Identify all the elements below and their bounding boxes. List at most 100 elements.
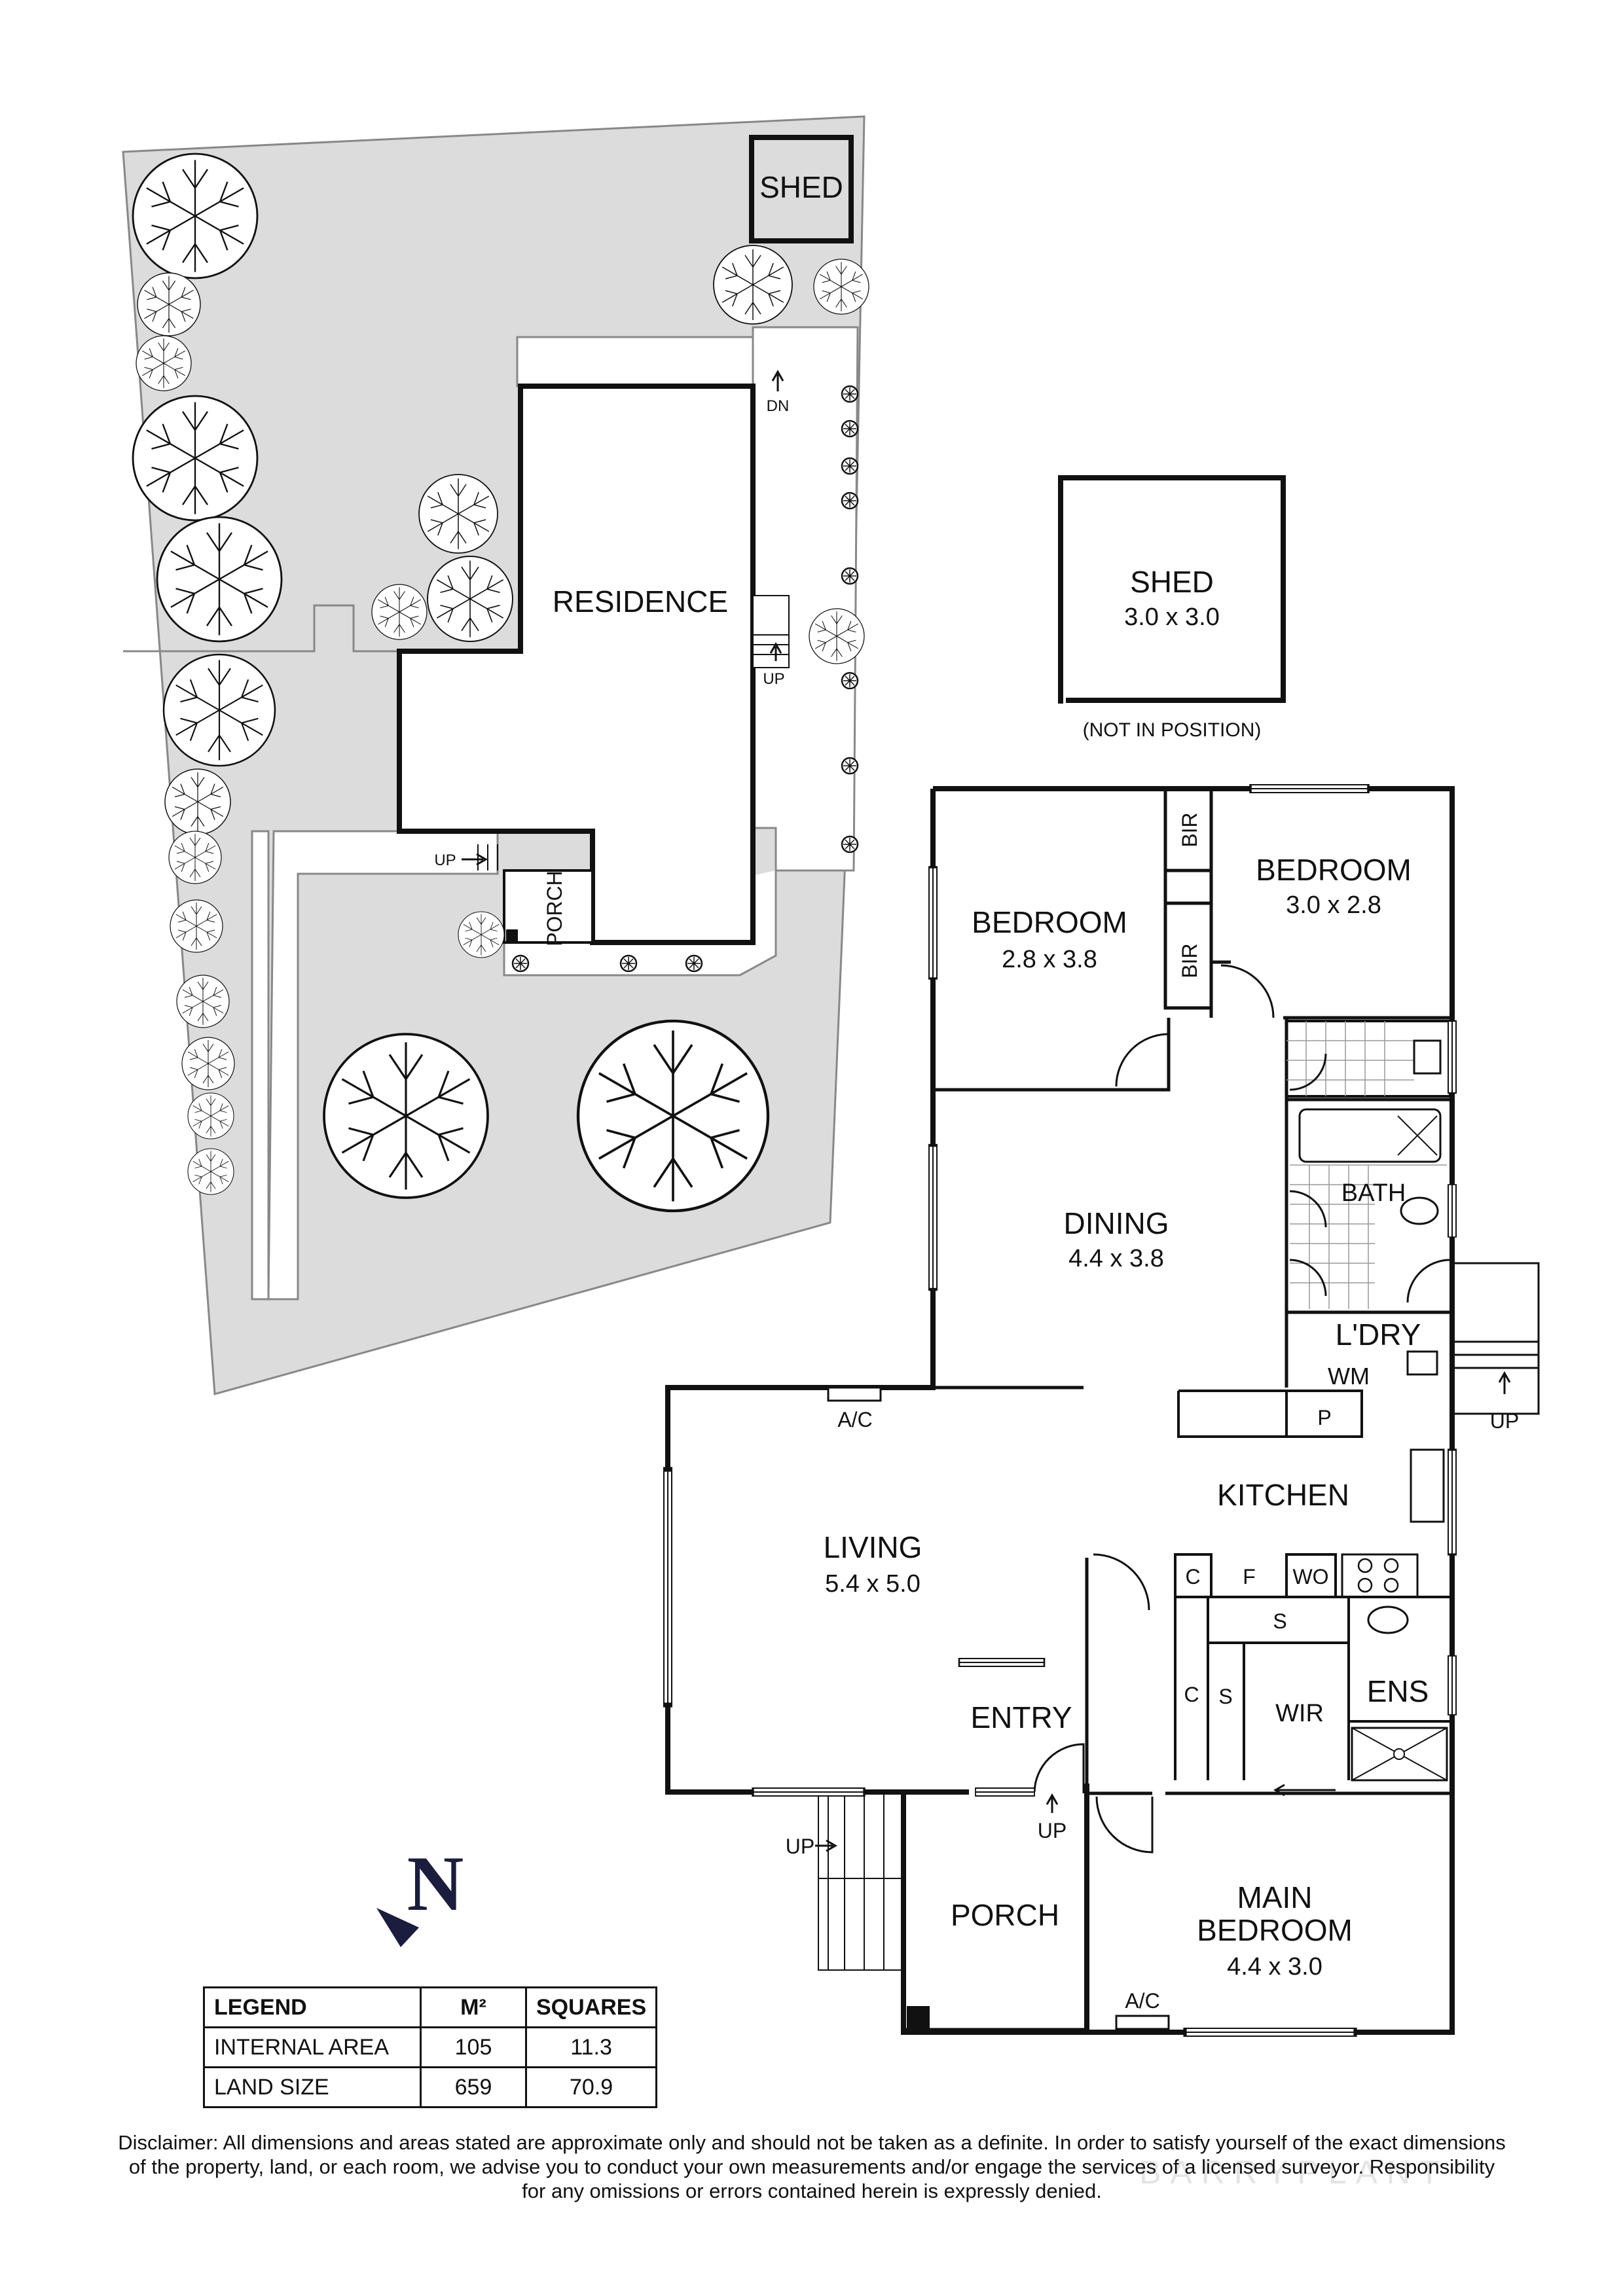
disclaimer-line: for any omissions or errors contained he… [522,2179,1102,2203]
porch-up-arrow [815,1839,838,1852]
disclaimer-line: of the property, land, or each room, we … [128,2155,1495,2179]
legend-row-squares: 11.3 [524,2026,658,2068]
ensuite-walls [1208,1597,1452,1780]
wall-oven-label: WO [1292,1565,1328,1588]
entry-door [1033,1743,1085,1793]
dining-name: DINING [1064,1206,1169,1240]
watermark: BARRYPLANT [1139,2154,1449,2191]
entry-up-arrow [1046,1793,1059,1813]
site-shed-label: SHED [759,170,843,204]
disclaimer: Disclaimer: All dimensions and areas sta… [72,2130,1552,2204]
kitchen-entry-door [1093,1553,1150,1611]
up-arrow-rear [769,641,782,661]
bedroom2-door [1220,964,1275,1018]
toilet-fixture [1413,1039,1442,1075]
legend-row-m2: 659 [420,2066,527,2108]
shed-note: (NOT IN POSITION) [1083,719,1262,741]
living-name: LIVING [824,1530,922,1564]
tile-grid [1286,1021,1447,1309]
dining-size: 4.4 x 3.8 [1068,1245,1164,1272]
up-arrow-front [462,853,488,866]
legend-header-row: LEGEND M² SQUARES [203,1986,658,2028]
legend-row: LAND SIZE 659 70.9 [203,2066,658,2108]
site-up-label-front: UP [434,852,456,869]
porch-up-label: UP [786,1835,814,1858]
bedroom1-door [1115,1033,1169,1087]
shower-drain [1393,1748,1405,1760]
site-porch [503,869,594,944]
site-plan: SHED RESIDENCE PORCH DN UP UP [122,115,869,1395]
laundry-steps [1452,1262,1540,1415]
site-porch-label: PORCH [543,870,566,946]
porch-outline [902,1793,1087,2032]
pantry-walls [1177,1390,1363,1438]
bedroom2-walls [1211,960,1452,1020]
site-residence-label: RESIDENCE [553,584,728,619]
main-bedroom-size: 4.4 x 3.0 [1227,1953,1322,1981]
site-shed [749,135,854,243]
bathtub-x [1397,1115,1438,1156]
main-bedroom-line1: MAIN [1237,1880,1313,1914]
shed-walls [1058,475,1286,704]
toilet-door [1289,1053,1327,1091]
basin-bath [1400,1196,1439,1225]
laundry-trough [1406,1350,1438,1376]
site-dn-label: DN [767,397,790,415]
legend-row-label: LAND SIZE [203,2066,422,2108]
fridge-label: F [1243,1565,1256,1588]
bathtub [1298,1108,1442,1163]
legend-row: INTERNAL AREA 105 11.3 [203,2026,658,2068]
deck-rear [516,336,754,387]
ac-unit-living [827,1386,882,1402]
cooktop [1341,1553,1419,1598]
porch-post [907,2006,930,2029]
ac-label-living: A/C [837,1408,872,1431]
bedroom1-walls [933,789,1213,1092]
laundry-label: L'DRY [1336,1318,1421,1352]
shelf-label-side: S [1218,1685,1232,1708]
bedroom1-name: BEDROOM [972,905,1127,939]
bir-walls [1165,789,1213,1018]
main-bedroom-line2: BEDROOM [1197,1913,1353,1947]
laundry-up-arrow [1498,1371,1511,1394]
legend-header-squares: SQUARES [524,1986,658,2028]
front-steps [477,844,498,870]
entry-up-label: UP [1038,1819,1067,1842]
ensuite-label: ENS [1367,1674,1429,1708]
entry-walls [959,1558,1088,1666]
bath-block-walls [1285,1018,1452,1388]
shelf-label-top: S [1273,1609,1286,1633]
bedroom1-size: 2.8 x 3.8 [1002,946,1097,973]
kitchen-label: KITCHEN [1217,1478,1349,1512]
rear-steps [752,595,790,668]
west-fence-line [123,604,399,653]
c-label-hall: C [1184,1683,1199,1706]
legend-row-m2: 105 [420,2026,527,2068]
compass-letter: N [407,1840,464,1927]
disclaimer-line: Disclaimer: All dimensions and areas sta… [118,2131,1506,2154]
porch-post [506,929,518,941]
bedroom2-size: 3.0 x 2.8 [1286,891,1381,919]
c-label-kitchen: C [1185,1565,1200,1588]
legend-row-squares: 70.9 [524,2066,658,2108]
shed-name: SHED [1130,565,1214,599]
house-plan: BEDROOM 2.8 x 3.8 BEDROOM 3.0 x 2.8 BIR … [664,783,1540,2036]
legend-header-m2: M² [420,1986,527,2028]
bir1-label: BIR [1178,812,1201,847]
shed-detail: SHED 3.0 x 3.0 (NOT IN POSITION) [1058,475,1286,741]
main-bedroom-door [1095,1796,1154,1854]
cooktop-burners [1357,1558,1399,1593]
laundry-door [1289,1259,1327,1297]
bedroom2-name: BEDROOM [1256,853,1412,887]
bath-label: BATH [1341,1179,1406,1207]
ac-label-main-bedroom: A/C [1125,1989,1159,2013]
shed-size: 3.0 x 3.0 [1124,603,1220,631]
residence-outline [397,384,756,945]
wir-label: WIR [1275,1700,1324,1727]
dn-arrow [771,369,784,391]
wall-oven [1285,1553,1337,1598]
porch-label: PORCH [951,1898,1059,1932]
pantry-label: P [1317,1406,1331,1429]
compass-arrow-icon [376,1908,419,1947]
